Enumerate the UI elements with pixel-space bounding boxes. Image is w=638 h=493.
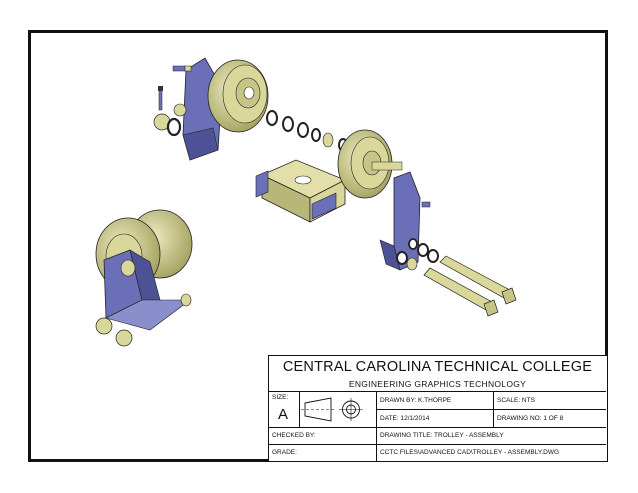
department-name: ENGINEERING GRAPHICS TECHNOLOGY: [348, 379, 527, 389]
center-wheel: [337, 129, 403, 199]
scale: SCALE: NTS: [497, 397, 535, 404]
file-path: CCTC FILES\ADVANCED CAD\TROLLEY - ASSEMB…: [380, 449, 560, 456]
size-label: SIZE:: [272, 394, 289, 401]
upper-wheel: [207, 59, 269, 133]
college-name: CENTRAL CAROLINA TECHNICAL COLLEGE: [282, 359, 593, 375]
size-value: A: [278, 406, 289, 423]
assembled-trolley: [95, 209, 193, 347]
center-block: [255, 159, 346, 223]
title-block: CENTRAL CAROLINA TECHNICAL COLLEGE ENGIN…: [268, 355, 608, 462]
drawing-title: DRAWING TITLE: TROLLEY - ASSEMBLY: [380, 432, 504, 439]
small-bolts: [158, 65, 192, 111]
drawn-by: DRAWN BY: K.THORPE: [380, 397, 452, 404]
washer-chain: [266, 110, 348, 152]
long-bolts: [423, 255, 517, 317]
projection-symbol-icon: [301, 397, 363, 422]
checked-by: CHECKED BY:: [272, 432, 316, 439]
right-washers: [396, 238, 439, 271]
date: DATE: 12/1/2014: [380, 415, 430, 422]
drawing-number: DRAWING NO: 1 OF 8: [497, 415, 564, 422]
grade: GRADE:: [272, 449, 297, 456]
left-fasteners: [153, 103, 187, 137]
